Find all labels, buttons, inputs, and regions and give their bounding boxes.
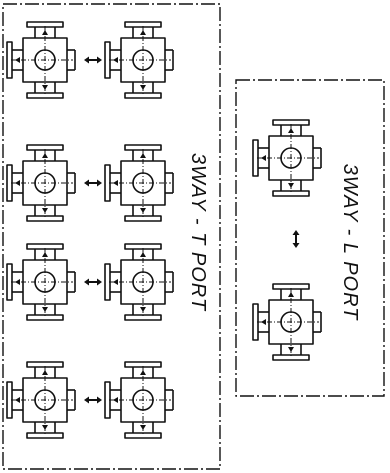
t-port-row-1 (6, 21, 174, 99)
l-port-group: 3WAY - L PORT (235, 79, 385, 397)
t-port-switch-arrow-4 (83, 395, 103, 405)
t-port-switch-arrow-2 (83, 178, 103, 188)
t-port-frame (2, 3, 221, 470)
t-port-valve-3a (6, 243, 76, 321)
l-port-valve-bottom (252, 283, 322, 361)
t-port-valve-3b (104, 243, 174, 321)
t-port-switch-arrow-3 (83, 277, 103, 287)
l-port-label: 3WAY - L PORT (339, 164, 361, 322)
t-port-row-2 (6, 144, 174, 222)
t-port-valve-1a (6, 21, 76, 99)
t-port-valve-2a (6, 144, 76, 222)
t-port-row-4 (6, 361, 174, 439)
t-port-group: 3WAY - T PORT (2, 3, 221, 470)
t-port-valve-2b (104, 144, 174, 222)
t-port-valve-4a (6, 361, 76, 439)
l-port-valve-top (252, 119, 322, 197)
t-port-switch-arrow-1 (83, 55, 103, 65)
t-port-valve-1b (104, 21, 174, 99)
t-port-valve-4b (104, 361, 174, 439)
t-port-label: 3WAY - T PORT (187, 153, 209, 312)
t-port-row-3 (6, 243, 174, 321)
l-port-switch-arrow (291, 229, 301, 249)
l-port-frame (235, 79, 385, 397)
